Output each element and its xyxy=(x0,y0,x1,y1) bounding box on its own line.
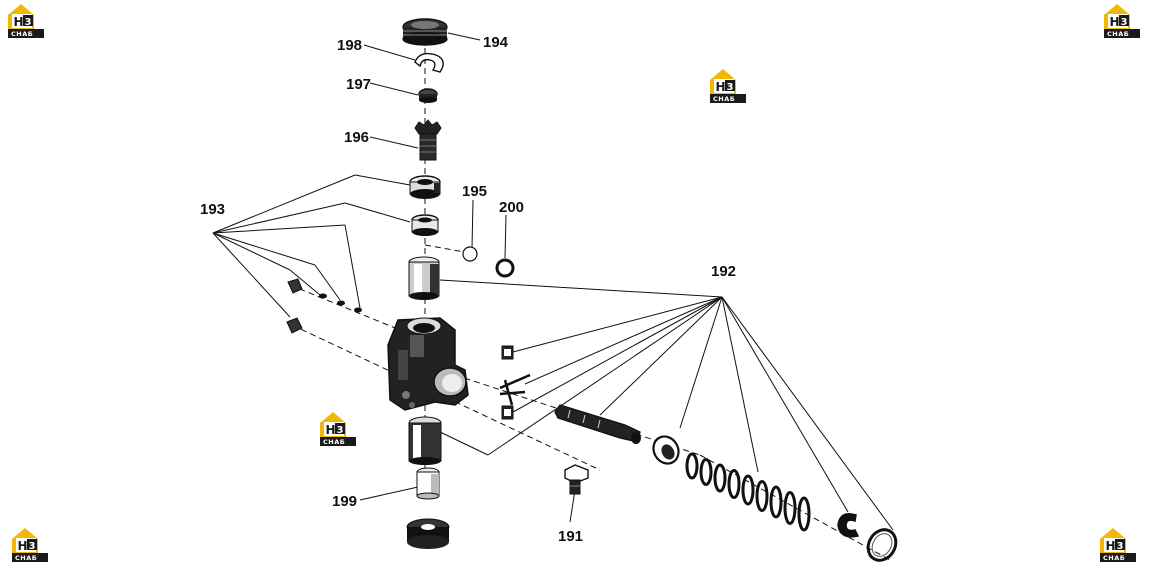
part-192-spring xyxy=(685,452,811,532)
part-192-retainer xyxy=(652,435,680,465)
part-196-gear-shaft xyxy=(414,119,442,161)
part-bottom-boot xyxy=(406,518,450,549)
callout-199: 199 xyxy=(332,493,357,510)
part-197-nut xyxy=(418,88,438,103)
leader-lines xyxy=(212,32,894,531)
part-192-spool xyxy=(554,404,641,444)
callout-194: 194 xyxy=(483,34,509,51)
assembly-axes xyxy=(289,38,891,561)
part-194-cap xyxy=(402,18,448,46)
part-192-snap-ring xyxy=(866,528,898,562)
callout-196: 196 xyxy=(344,129,369,146)
callout-labels: 191 192 193 194 195 196 197 198 199 200 xyxy=(200,34,736,545)
part-sleeve-upper xyxy=(408,256,440,300)
callout-192: 192 xyxy=(711,263,736,280)
callout-200: 200 xyxy=(499,199,524,216)
part-ring-lower xyxy=(411,214,439,236)
part-192-plugs xyxy=(501,345,514,420)
callout-198: 198 xyxy=(337,37,362,54)
part-191-bolt xyxy=(564,464,589,495)
part-200-o-ring xyxy=(495,258,515,278)
part-192-c-clip xyxy=(837,513,860,538)
part-192-lever xyxy=(499,373,531,406)
callout-191: 191 xyxy=(558,528,583,545)
part-193-small-parts xyxy=(286,278,362,334)
callout-195: 195 xyxy=(462,183,487,200)
part-198-clip xyxy=(414,52,444,73)
callout-193: 193 xyxy=(200,201,225,218)
part-valve-body xyxy=(387,317,469,411)
part-195-ball xyxy=(462,246,478,262)
part-ring-upper xyxy=(409,175,441,199)
callout-197: 197 xyxy=(346,76,371,93)
part-sleeve-lower xyxy=(408,416,442,465)
part-199-piston xyxy=(416,467,440,500)
